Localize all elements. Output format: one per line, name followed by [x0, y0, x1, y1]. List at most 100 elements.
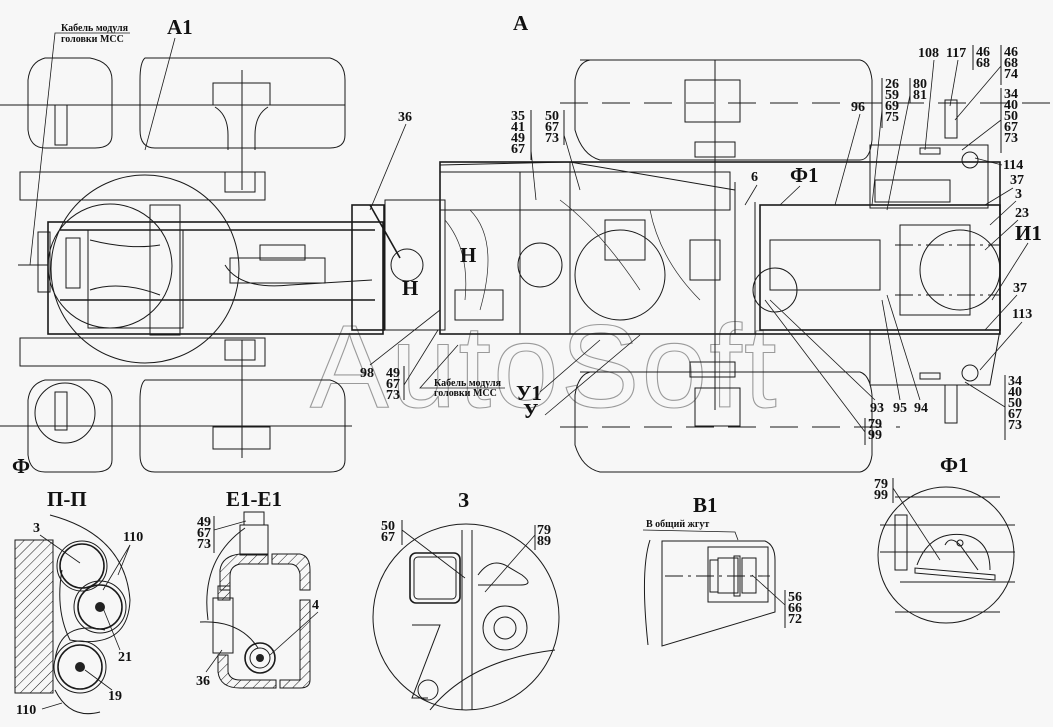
callout-114: 114 [1003, 158, 1023, 173]
watermark: AutoSoft [310, 301, 779, 433]
e1-callout-36: 36 [196, 674, 210, 689]
callout-number: 67 [197, 526, 211, 541]
callout-number: 34 [1008, 374, 1022, 389]
callout-number: 67 [545, 120, 559, 135]
callout-number: 79 [537, 523, 551, 538]
callout-number: 72 [788, 612, 802, 627]
callout-117: 117 [946, 46, 966, 61]
common-harness-note: В общий жгут [646, 519, 709, 530]
callout-number: 49 [386, 366, 400, 381]
callout-number: 35 [511, 109, 525, 124]
callout-number: 68 [1004, 56, 1018, 71]
section-pp: П-П 3 110 21 19 110 [14, 487, 143, 718]
view-label-f1-top: Ф1 [790, 163, 819, 187]
callout-number: 46 [1004, 45, 1018, 60]
view-f1-detail-title: Ф1 [940, 453, 969, 477]
callout-number: 67 [386, 377, 400, 392]
section-pp-title: П-П [47, 487, 87, 511]
callout-37a: 37 [1010, 173, 1024, 188]
callout-6: 6 [751, 170, 758, 185]
view-v1: В1 В общий жгут [642, 493, 786, 647]
callout-number: 75 [885, 110, 899, 125]
callout-36: 36 [398, 110, 412, 125]
callout-number: 59 [885, 88, 899, 103]
rear-wheel-top [574, 59, 873, 161]
callout-number: 46 [976, 45, 990, 60]
callout-number: 79 [874, 477, 888, 492]
callout-number: 73 [545, 131, 559, 146]
callout-23: 23 [1015, 206, 1029, 221]
callout-number: 50 [381, 519, 395, 534]
front-harness [37, 229, 375, 301]
callout-number: 67 [511, 142, 525, 157]
callout-113: 113 [1012, 307, 1032, 322]
view-label-u: У [523, 399, 538, 423]
cable-note-mid: Кабель модуля головки МСС [419, 344, 505, 399]
front-wheel-bottom-left [0, 340, 352, 473]
callout-number: 89 [537, 534, 551, 549]
view-z: З [372, 488, 560, 711]
callout-number: 73 [1008, 418, 1022, 433]
callout-108: 108 [918, 46, 939, 61]
view-z-title: З [458, 488, 469, 512]
callout-number: 49 [511, 131, 525, 146]
callout-number: 40 [1004, 98, 1018, 113]
callout-3: 3 [1015, 187, 1022, 202]
e1-callout-4: 4 [312, 598, 319, 613]
callout-number: 67 [381, 530, 395, 545]
callout-number: 49 [197, 515, 211, 530]
front-wheel-top-left [0, 57, 346, 190]
callout-number: 50 [1008, 396, 1022, 411]
callout-number: 80 [913, 77, 927, 92]
callout-98: 98 [360, 366, 374, 381]
callout-number: 81 [913, 88, 927, 103]
view-label-n-top: Н [460, 243, 476, 267]
callout-number: 79 [868, 417, 882, 432]
callout-number: 41 [511, 120, 525, 135]
callout-number: 69 [885, 99, 899, 114]
callout-number: 67 [1008, 407, 1022, 422]
cable-note-top-line2: головки МСС [61, 34, 124, 45]
callout-93: 93 [870, 401, 884, 416]
callout-number: 50 [1004, 109, 1018, 124]
view-label-a: А [513, 11, 529, 35]
view-label-u1: У1 [516, 381, 542, 405]
pp-callout-110b: 110 [16, 703, 36, 718]
view-label-a1: А1 [167, 15, 193, 39]
cable-note-top-line1: Кабель модуля [61, 23, 129, 34]
rear-axle-center [684, 60, 741, 427]
cable-note-mid-line1: Кабель модуля [434, 378, 502, 389]
pp-callout-21: 21 [118, 650, 132, 665]
view-label-n: Н [402, 276, 418, 300]
callout-number: 68 [976, 56, 990, 71]
callout-number: 99 [874, 488, 888, 503]
section-e1e1-title: Е1-Е1 [226, 487, 282, 511]
pp-callout-110a: 110 [123, 530, 143, 545]
callout-number: 50 [545, 109, 559, 124]
callout-number: 73 [1004, 131, 1018, 146]
callout-number: 66 [788, 601, 802, 616]
view-label-f: Ф [12, 454, 30, 478]
callout-number: 67 [1004, 120, 1018, 135]
view-f1-detail: Ф1 [877, 453, 1015, 624]
callout-number: 74 [1004, 67, 1018, 82]
callout-37b: 37 [1013, 281, 1027, 296]
pp-callout-3: 3 [33, 521, 40, 536]
pp-callout-19: 19 [108, 689, 122, 704]
